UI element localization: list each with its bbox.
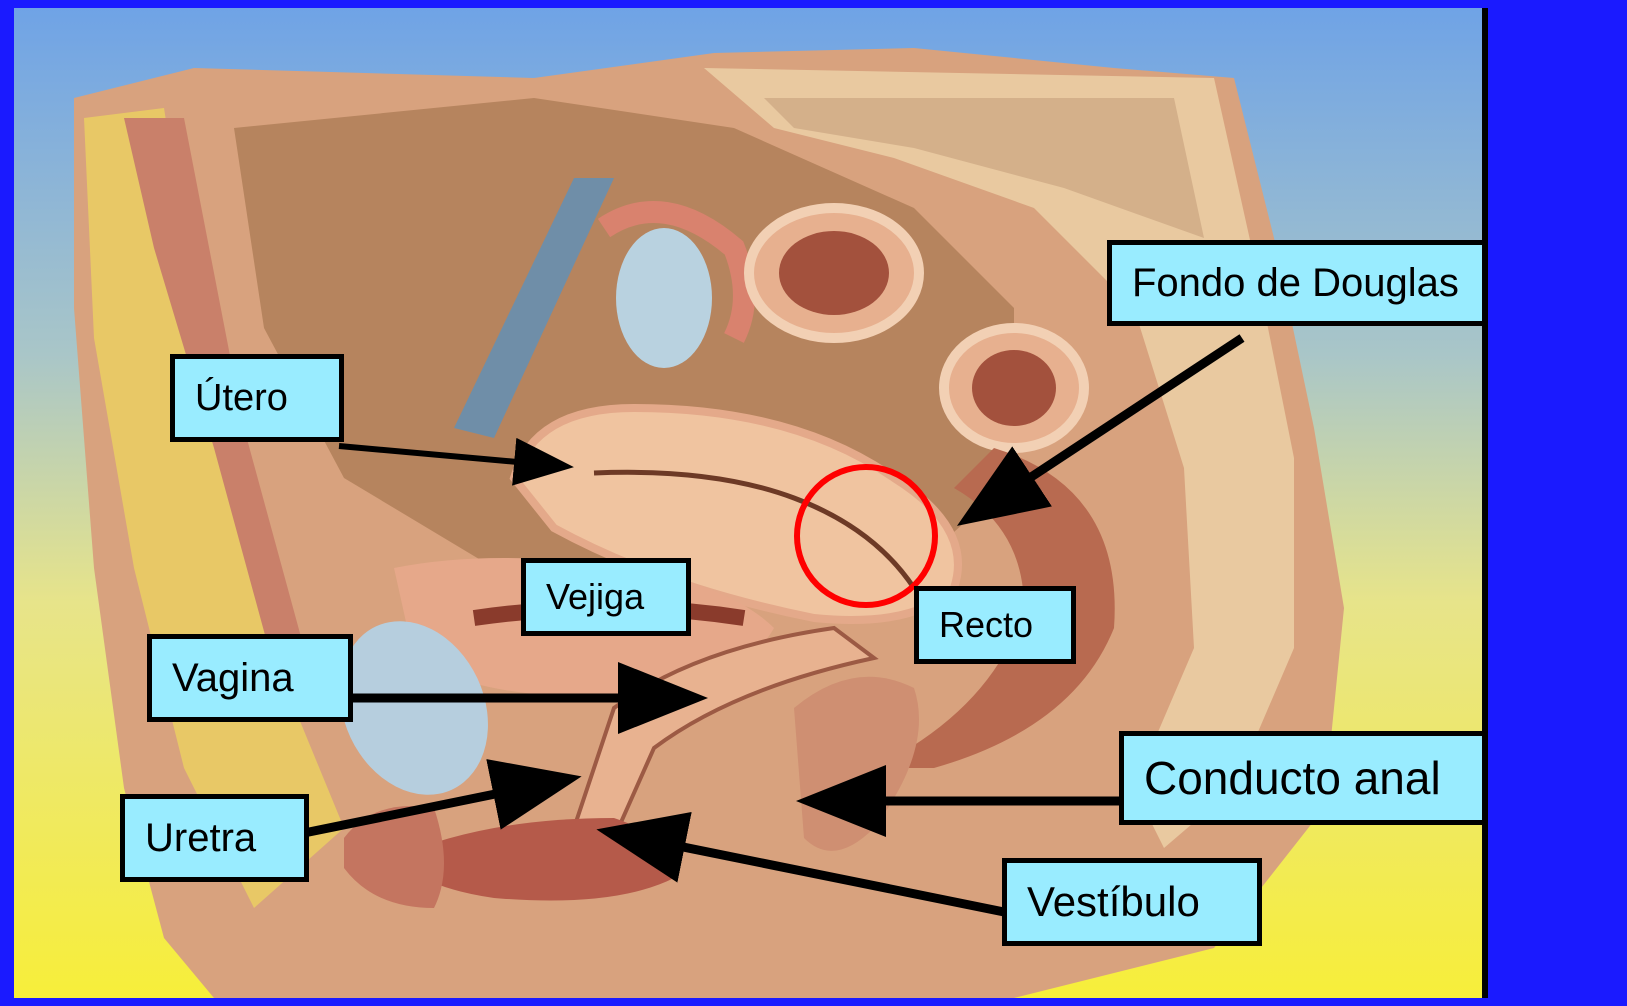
label-vestibulo-text: Vestíbulo: [1027, 878, 1200, 926]
label-vejiga: Vejiga: [521, 558, 691, 636]
label-uretra-text: Uretra: [145, 816, 256, 861]
label-vestibulo: Vestíbulo: [1002, 858, 1262, 946]
label-recto-text: Recto: [939, 604, 1033, 646]
label-recto: Recto: [914, 586, 1076, 664]
ovary: [616, 228, 712, 368]
label-utero: Útero: [170, 354, 344, 442]
label-fondo-douglas: Fondo de Douglas: [1107, 240, 1488, 326]
label-vagina-text: Vagina: [172, 656, 294, 701]
slide-canvas: Útero Vejiga Vagina Uretra Fondo de Doug…: [14, 8, 1488, 998]
label-vagina: Vagina: [147, 634, 353, 722]
label-vejiga-text: Vejiga: [546, 576, 644, 618]
label-conducto-anal: Conducto anal: [1119, 731, 1488, 825]
label-uretra: Uretra: [120, 794, 309, 882]
label-fondo-douglas-text: Fondo de Douglas: [1132, 261, 1459, 306]
label-utero-text: Útero: [195, 377, 288, 420]
label-conducto-anal-text: Conducto anal: [1144, 751, 1441, 805]
